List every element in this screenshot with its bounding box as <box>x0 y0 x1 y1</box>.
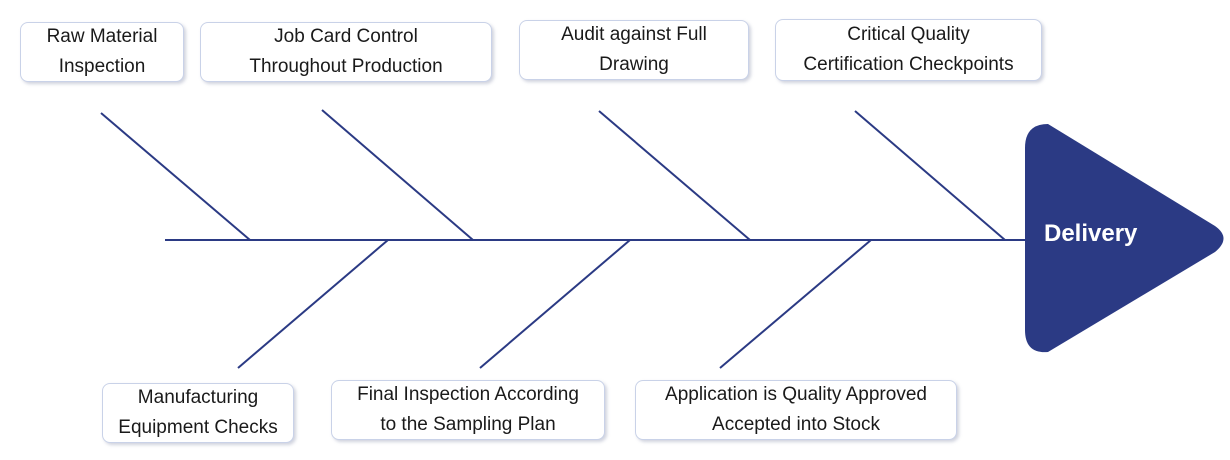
cause-box-audit-full-drawing: Audit against Full Drawing <box>519 20 749 80</box>
bone-bottom-3 <box>719 239 872 369</box>
cause-box-critical-quality-checkpoints: Critical Quality Certification Checkpoin… <box>775 19 1042 81</box>
cause-box-job-card-control: Job Card Control Throughout Production <box>200 22 492 82</box>
cause-box-manufacturing-equipment-checks: Manufacturing Equipment Checks <box>102 383 294 443</box>
bone-top-3 <box>598 110 751 241</box>
effect-label: Delivery <box>1044 220 1138 247</box>
bone-bottom-1 <box>237 239 389 369</box>
cause-box-quality-approved-stock: Application is Quality Approved Accepted… <box>635 380 957 440</box>
bone-top-1 <box>100 112 251 241</box>
cause-box-final-inspection-sampling: Final Inspection According to the Sampli… <box>331 380 605 440</box>
bone-top-4 <box>854 110 1006 241</box>
bone-bottom-2 <box>479 239 631 369</box>
cause-box-raw-material-inspection: Raw Material Inspection <box>20 22 184 82</box>
effect-head-shape <box>1025 124 1224 353</box>
bone-top-2 <box>321 109 474 241</box>
